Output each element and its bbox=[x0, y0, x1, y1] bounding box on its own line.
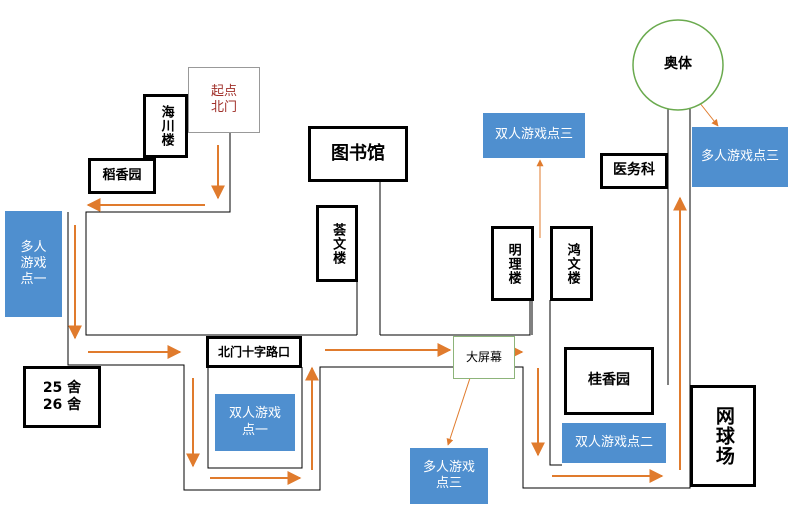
dorm-25-label: 25 舍 bbox=[42, 379, 82, 396]
route-arrow-9 bbox=[518, 350, 522, 352]
building-mingli: 明理楼 bbox=[491, 226, 534, 301]
road-west-outer bbox=[67, 212, 691, 491]
building-stadium: 奥体 bbox=[664, 56, 692, 73]
pointer-to-multi-bottom bbox=[446, 377, 471, 446]
road-middle bbox=[356, 180, 381, 335]
building-daoxiang: 稻香园 bbox=[88, 158, 156, 194]
dorm-26-label: 26 舍 bbox=[42, 397, 82, 413]
game-point-duo-right: 双人游戏点二 bbox=[562, 423, 666, 463]
game-point-multi-right: 多人游戏点三 bbox=[692, 127, 788, 187]
start-box: 起点 北门 bbox=[188, 67, 260, 133]
game-point-multi-bottom: 多人游戏点三 bbox=[410, 448, 488, 504]
building-tennis: 网球场 bbox=[690, 385, 756, 487]
road-east bbox=[667, 108, 691, 385]
north-gate-label: 北门 bbox=[210, 100, 237, 115]
stadium-circle bbox=[632, 19, 724, 111]
building-library: 图书馆 bbox=[308, 126, 408, 182]
building-huiwen: 荟文楼 bbox=[316, 205, 358, 282]
building-haichuan: 海川楼 bbox=[143, 94, 188, 158]
road-inner-right bbox=[531, 300, 562, 466]
building-hongwen: 鸿文楼 bbox=[550, 226, 593, 301]
start-label: 起点 bbox=[210, 83, 237, 99]
game-point-duo-top: 双人游戏点三 bbox=[483, 113, 585, 158]
road-north-gate bbox=[85, 130, 531, 336]
big-screen: 大屏幕 bbox=[453, 336, 515, 379]
building-clinic: 医务科 bbox=[600, 153, 668, 189]
game-point-multi-left: 多人游戏点一 bbox=[5, 211, 62, 317]
building-dorms: 25 舍 26 舍 bbox=[23, 366, 101, 428]
building-guixiang: 桂香园 bbox=[564, 347, 654, 415]
game-point-duo-left: 双人游戏点一 bbox=[215, 394, 295, 451]
crossroad-north-gate: 北门十字路口 bbox=[206, 336, 302, 368]
road-inner-left bbox=[207, 367, 303, 469]
